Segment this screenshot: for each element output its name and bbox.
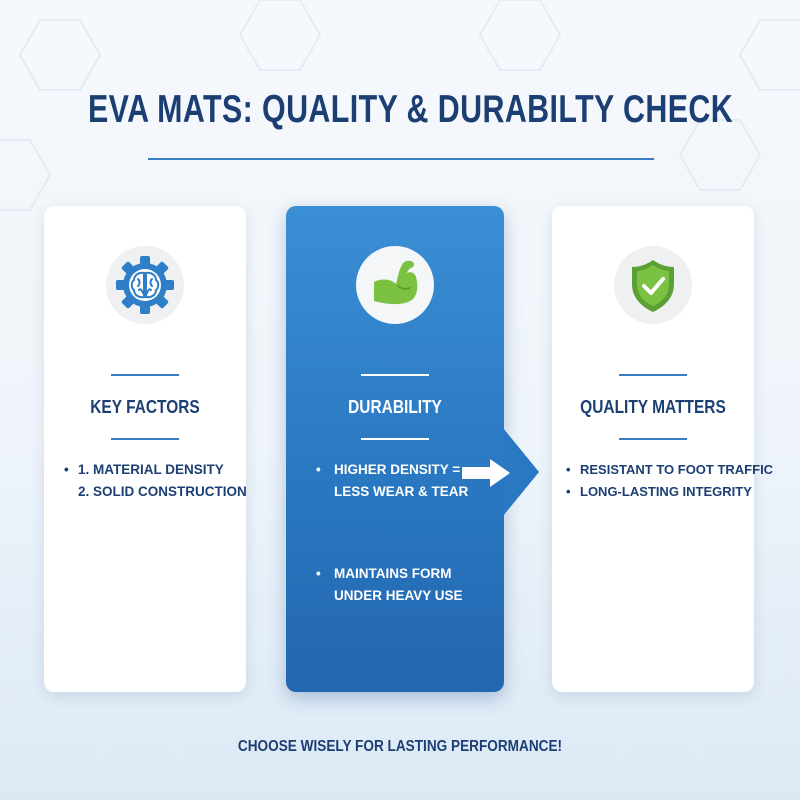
arrow-pointer (503, 428, 539, 516)
durability-list-1: •HIGHER DENSITY = LESS WEAR & TEAR (316, 459, 468, 503)
quality-matters-list: •RESISTANT TO FOOT TRAFFIC •LONG-LASTING… (566, 459, 773, 503)
card-divider-top (111, 374, 179, 376)
list-item: •MAINTAINS FORM (316, 563, 463, 585)
card-divider-top (619, 374, 687, 376)
bullet-icon: • (566, 462, 571, 477)
durability-card: DURABILITY •HIGHER DENSITY = LESS WEAR &… (286, 206, 504, 692)
flexed-arm-icon (374, 260, 418, 305)
card-divider-bottom (361, 438, 429, 440)
bullet-icon: • (64, 462, 69, 477)
card-title-durability: DURABILITY (348, 397, 442, 417)
list-item: 2. SOLID CONSTRUCTION (78, 484, 247, 499)
brain-gear-icon (116, 256, 174, 314)
key-factors-list: •1. MATERIAL DENSITY 2. SOLID CONSTRUCTI… (64, 459, 247, 503)
footer-tagline: CHOOSE WISELY FOR LASTING PERFORMANCE! (237, 738, 563, 755)
key-factors-card: KEY FACTORS •1. MATERIAL DENSITY 2. SOLI… (44, 206, 247, 692)
card-title-key-factors: KEY FACTORS (90, 397, 200, 417)
brain-gear-icon-badge (106, 246, 184, 324)
flexed-arm-icon-badge (356, 246, 434, 324)
card-divider-bottom (111, 438, 179, 440)
list-item-continuation: LESS WEAR & TEAR (334, 484, 469, 499)
bullet-icon: • (566, 484, 571, 499)
bullet-icon: • (316, 462, 321, 477)
list-item: •RESISTANT TO FOOT TRAFFIC (566, 459, 773, 481)
card-title-quality-matters: QUALITY MATTERS (580, 397, 726, 417)
card-divider-top (361, 374, 429, 376)
card-divider-bottom (619, 438, 687, 440)
list-item: •LONG-LASTING INTEGRITY (566, 481, 773, 503)
page-title: EVA MATS: QUALITY & DURABILTY CHECK (88, 88, 734, 131)
quality-matters-card: QUALITY MATTERS •RESISTANT TO FOOT TRAFF… (552, 206, 773, 692)
bullet-icon: • (316, 566, 321, 581)
shield-check-icon (632, 260, 674, 312)
shield-check-icon-badge (614, 246, 692, 324)
durability-list-2: •MAINTAINS FORM UNDER HEAVY USE (316, 563, 463, 607)
title-divider (148, 158, 654, 160)
list-item: •1. MATERIAL DENSITY (64, 459, 247, 481)
list-item-continuation: UNDER HEAVY USE (334, 588, 463, 603)
list-item: •HIGHER DENSITY = (316, 459, 468, 481)
right-arrow-icon (462, 459, 510, 487)
